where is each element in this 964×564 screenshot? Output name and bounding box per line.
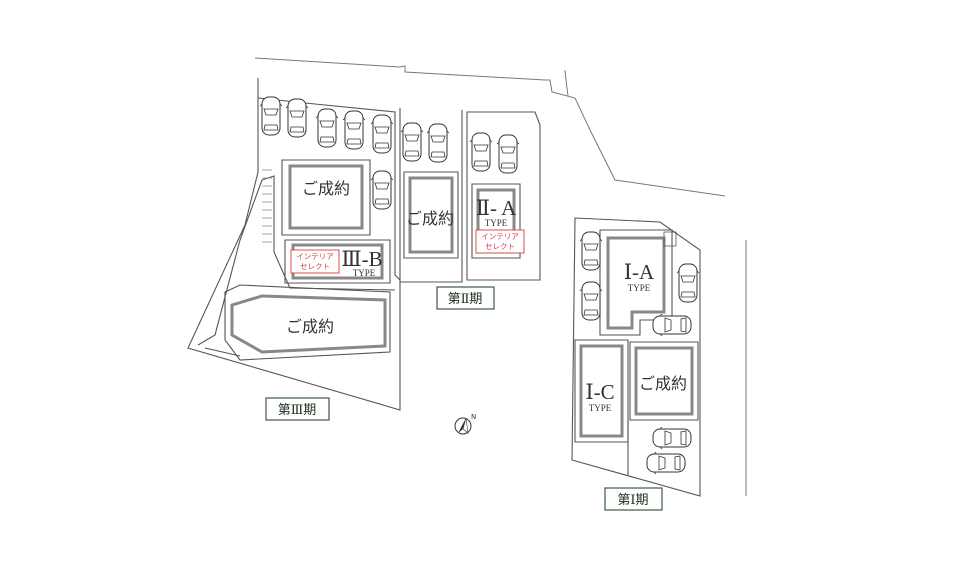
car-icon bbox=[342, 110, 366, 150]
car-icon bbox=[646, 451, 686, 475]
compass-label: N bbox=[471, 413, 476, 421]
phase3-area bbox=[187, 78, 401, 411]
lot-type-3b: TYPE bbox=[353, 268, 376, 278]
svg-text:第Ⅰ期: 第Ⅰ期 bbox=[617, 493, 648, 508]
car-icon bbox=[370, 114, 394, 154]
svg-text:セレクト: セレクト bbox=[300, 262, 330, 271]
lot-type-1c: TYPE bbox=[589, 403, 612, 413]
svg-text:第Ⅱ期: 第Ⅱ期 bbox=[448, 292, 483, 307]
lot-name-3b: Ⅲ-B bbox=[341, 247, 382, 271]
phase-label-1: 第Ⅰ期 bbox=[604, 487, 663, 511]
lot-name-2a: Ⅱ- A bbox=[476, 196, 517, 220]
car-icon bbox=[259, 96, 283, 136]
car-icon bbox=[676, 263, 700, 303]
svg-text:セレクト: セレクト bbox=[485, 242, 515, 251]
lot-sold-label: ご成約 bbox=[406, 209, 454, 228]
car-icon bbox=[315, 108, 339, 148]
car-icon bbox=[579, 281, 603, 321]
car-icon bbox=[652, 313, 692, 337]
interior-select-badge: インテリア セレクト bbox=[475, 229, 525, 254]
interior-select-badge: インテリア セレクト bbox=[290, 249, 340, 274]
phase-label-2: 第Ⅱ期 bbox=[436, 286, 495, 310]
lot-sold-label: ご成約 bbox=[286, 317, 334, 336]
car-icon bbox=[496, 134, 520, 174]
lot-type-1a: TYPE bbox=[628, 283, 651, 293]
lot-sold-label: ご成約 bbox=[302, 179, 350, 198]
svg-text:インテリア: インテリア bbox=[481, 232, 519, 241]
phase-label-3: 第Ⅲ期 bbox=[265, 397, 330, 421]
north-compass-icon: N bbox=[454, 413, 476, 435]
car-icon bbox=[285, 98, 309, 138]
car-icon bbox=[370, 170, 394, 210]
lot-name-1c: Ⅰ-C bbox=[585, 380, 614, 404]
car-icon bbox=[579, 231, 603, 271]
road-lines bbox=[254, 57, 747, 496]
lot-sold-label: ご成約 bbox=[639, 374, 687, 393]
lot-type-2a: TYPE bbox=[485, 218, 508, 228]
lot-name-1a: Ⅰ-A bbox=[624, 260, 655, 284]
car-icon bbox=[426, 123, 450, 163]
phase1-area bbox=[571, 217, 701, 497]
car-icon bbox=[469, 132, 493, 172]
svg-text:第Ⅲ期: 第Ⅲ期 bbox=[278, 403, 317, 418]
svg-text:インテリア: インテリア bbox=[296, 252, 334, 261]
car-icon bbox=[652, 426, 692, 450]
car-icon bbox=[400, 122, 424, 162]
